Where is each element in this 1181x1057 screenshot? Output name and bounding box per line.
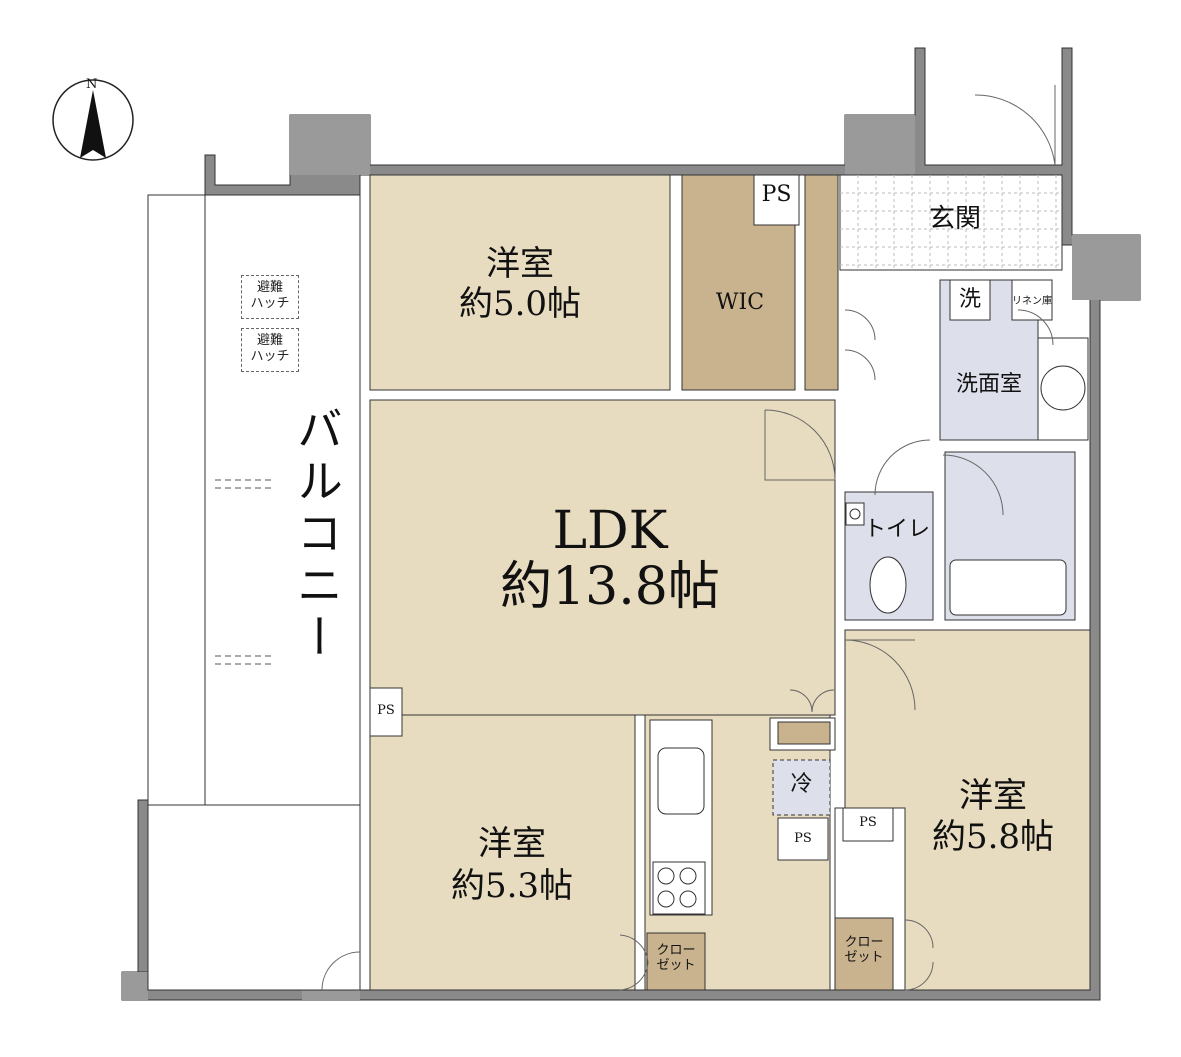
evacuation-hatch-2: 避難 ハッチ: [241, 328, 299, 372]
room-se-name: 洋室: [959, 776, 1027, 816]
toilet-label: トイレ: [863, 517, 930, 542]
wic-label: WIC: [715, 290, 765, 315]
room-nw-name: 洋室: [486, 244, 554, 284]
room-nw-size: 約5.0帖: [458, 284, 582, 324]
ps-top-label: PS: [761, 182, 792, 207]
kitchen-sink: [657, 747, 705, 815]
fridge-label: 冷: [790, 772, 813, 797]
ldk-size: 約13.8帖: [500, 557, 720, 617]
room-sw-name: 洋室: [478, 824, 546, 864]
bathtub: [949, 559, 1067, 616]
ldk-area: [369, 399, 836, 716]
ps-b-label: PS: [859, 815, 877, 830]
washroom-label: 洗面室: [955, 372, 1022, 397]
balcony-area: [147, 194, 361, 806]
room-sw-size: 約5.3帖: [450, 866, 574, 906]
entrance-label: 玄関: [928, 204, 981, 234]
compass-icon: [52, 79, 134, 161]
room-sw: [369, 714, 636, 991]
balcony-label: バルコニー: [289, 405, 344, 665]
entrance-tiles: [839, 174, 1063, 271]
ps-left-label: PS: [377, 703, 395, 718]
closet-se-label: クロー ゼット: [844, 935, 884, 965]
closet-sw-label: クロー ゼット: [656, 943, 696, 973]
room-se-size: 約5.8帖: [931, 817, 1055, 857]
evacuation-hatch-1: 避難 ハッチ: [241, 275, 299, 319]
room-nw: [369, 174, 671, 391]
linen-storage-label: リネン庫: [1012, 296, 1052, 307]
ldk-name: LDK: [552, 501, 668, 561]
compass-north-label: N: [86, 77, 98, 92]
door-swings: [321, 85, 1056, 991]
ps-a-label: PS: [794, 831, 812, 846]
washer-label: 洗: [958, 287, 981, 312]
